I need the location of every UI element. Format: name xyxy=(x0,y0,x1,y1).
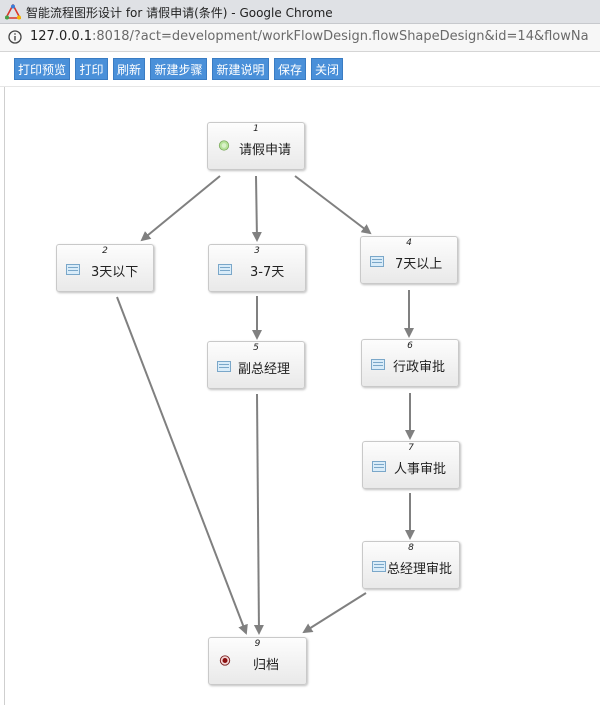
url-rest: :8018/?act=development/workFlowDesign.fl… xyxy=(92,29,589,44)
step-label: 总经理审批 xyxy=(387,562,453,577)
step-icon xyxy=(66,264,80,275)
flow-node-5[interactable]: 5 副总经理 xyxy=(207,341,305,389)
address-bar[interactable]: 127.0.0.1:8018/?act=development/workFlow… xyxy=(0,24,600,52)
url-host: 127.0.0.1 xyxy=(30,29,93,44)
flow-node-7[interactable]: 7 人事审批 xyxy=(362,441,460,489)
step-icon xyxy=(371,359,385,370)
step-label: 行政审批 xyxy=(393,360,446,375)
step-label: 副总经理 xyxy=(238,362,291,377)
step-icon xyxy=(218,264,232,275)
step-number: 6 xyxy=(407,341,413,351)
step-number: 3 xyxy=(254,246,260,256)
step-number: 5 xyxy=(253,343,259,353)
flow-canvas[interactable] xyxy=(4,87,600,705)
refresh-button[interactable]: 刷新 xyxy=(113,58,145,80)
new-step-button[interactable]: 新建步骤 xyxy=(150,58,207,80)
new-note-button[interactable]: 新建说明 xyxy=(212,58,269,80)
step-label: 人事审批 xyxy=(394,462,447,477)
step-label: 3天以下 xyxy=(91,265,139,280)
step-label: 归档 xyxy=(253,658,280,673)
step-number: 7 xyxy=(408,443,414,453)
toolbar: 打印预览 打印 刷新 新建步骤 新建说明 保存 关闭 xyxy=(0,52,600,87)
end-icon xyxy=(219,655,231,666)
flow-node-4[interactable]: 4 7天以上 xyxy=(360,236,458,284)
print-preview-button[interactable]: 打印预览 xyxy=(14,58,70,80)
step-icon xyxy=(217,361,231,372)
close-button[interactable]: 关闭 xyxy=(311,58,343,80)
flow-node-2[interactable]: 2 3天以下 xyxy=(56,244,154,292)
step-number: 2 xyxy=(102,246,108,256)
flow-node-8[interactable]: 8 总经理审批 xyxy=(362,541,460,589)
save-button[interactable]: 保存 xyxy=(274,58,306,80)
step-icon xyxy=(370,256,384,267)
flow-node-9[interactable]: 9 归档 xyxy=(208,637,307,685)
window-title-bar: 智能流程图形设计 for 请假申请(条件) - Google Chrome xyxy=(0,0,600,24)
step-icon xyxy=(372,561,386,572)
step-number: 4 xyxy=(406,238,412,248)
window-title: 智能流程图形设计 for 请假申请(条件) - Google Chrome xyxy=(26,6,333,20)
flow-node-3[interactable]: 3 3-7天 xyxy=(208,244,306,292)
flow-app-icon xyxy=(5,4,21,20)
step-label: 请假申请 xyxy=(239,143,292,158)
step-label: 3-7天 xyxy=(250,265,285,280)
start-icon xyxy=(218,140,230,151)
flow-node-1[interactable]: 1 请假申请 xyxy=(207,122,305,170)
flow-node-6[interactable]: 6 行政审批 xyxy=(361,339,459,387)
url-text[interactable]: 127.0.0.1:8018/?act=development/workFlow… xyxy=(30,29,589,44)
step-number: 1 xyxy=(253,124,259,134)
info-icon[interactable] xyxy=(8,30,22,44)
step-icon xyxy=(372,461,386,472)
print-button[interactable]: 打印 xyxy=(75,58,108,80)
step-number: 9 xyxy=(254,639,261,649)
step-number: 8 xyxy=(408,543,414,553)
step-label: 7天以上 xyxy=(395,257,443,272)
